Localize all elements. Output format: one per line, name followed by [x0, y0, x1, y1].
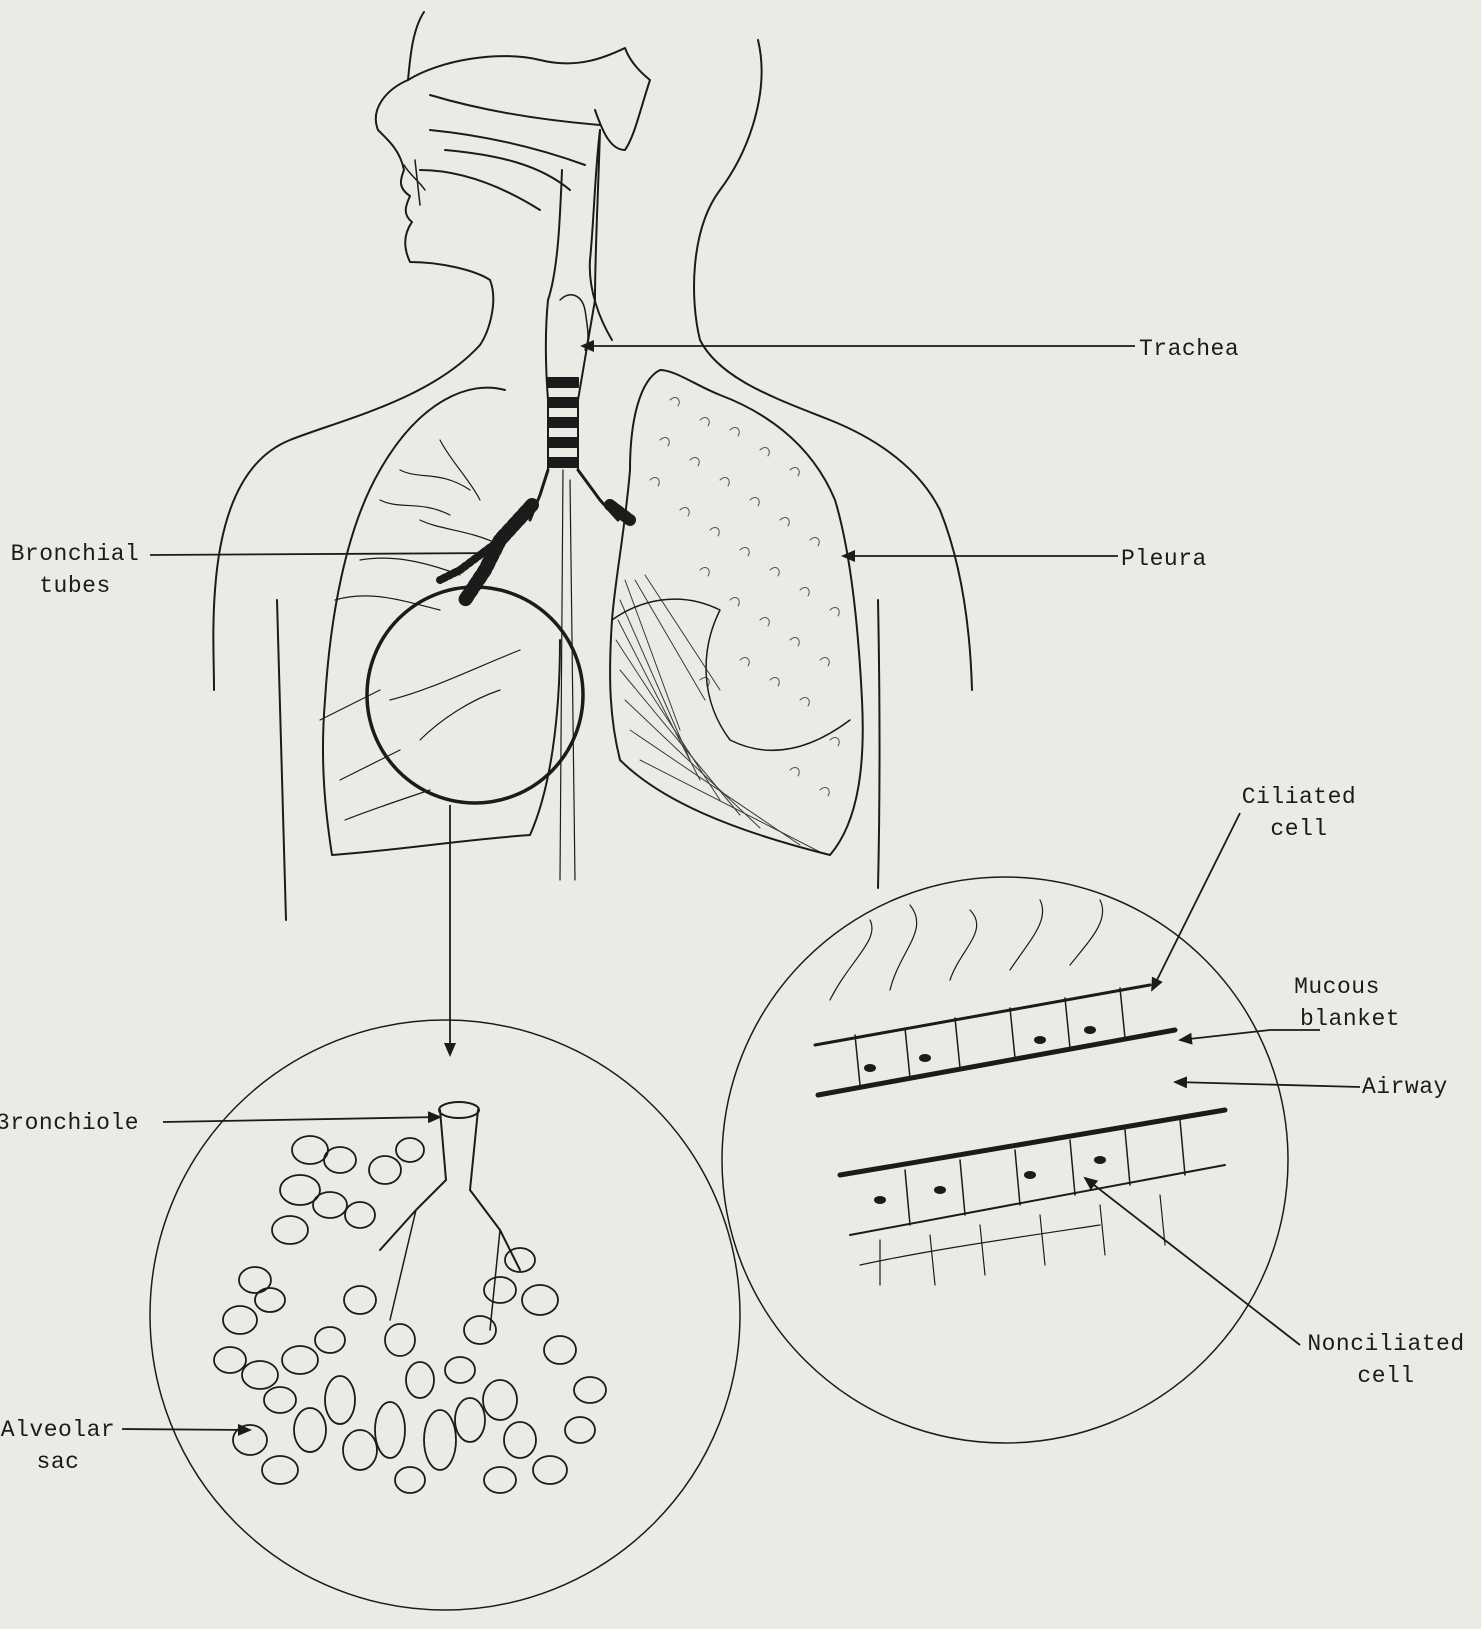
lung-magnifier-circle: [367, 587, 583, 803]
label-pleura: Pleura: [1121, 543, 1207, 575]
head-outline: [376, 12, 650, 345]
label-bronchial-tubes: Bronchial tubes: [4, 538, 146, 602]
left-lung: [610, 370, 863, 855]
label-ciliated-cell-line1: Ciliated: [1224, 781, 1374, 813]
alveoli-detail-circle: [150, 1020, 740, 1610]
label-airway: Airway: [1362, 1071, 1448, 1103]
alveolar-sac-leader: [122, 1429, 250, 1430]
airway-detail-circle: [722, 877, 1288, 1443]
right-lung: [320, 388, 560, 855]
bronchiole-leader: [163, 1117, 440, 1122]
label-nonciliated-cell-line2: cell: [1292, 1360, 1480, 1392]
label-bronchial-tubes-line1: Bronchial: [4, 538, 146, 570]
label-alveolar-sac: Alveolar sac: [0, 1414, 122, 1478]
label-nonciliated-cell-line1: Nonciliated: [1292, 1328, 1480, 1360]
label-mucous-blanket-line1: Mucous: [1280, 971, 1420, 1003]
nonciliated-cell-leader: [1085, 1178, 1300, 1345]
label-mucous-blanket: Mucous blanket: [1280, 971, 1420, 1035]
label-ciliated-cell: Ciliated cell: [1224, 781, 1374, 845]
label-trachea: Trachea: [1139, 333, 1239, 365]
label-mucous-blanket-line2: blanket: [1280, 1003, 1420, 1035]
label-nonciliated-cell: Nonciliated cell: [1292, 1328, 1480, 1392]
label-bronchial-tubes-line2: tubes: [4, 570, 146, 602]
label-alveolar-sac-line2: sac: [0, 1446, 122, 1478]
bronchial-tubes-leader: [150, 553, 500, 555]
label-bronchiole: 3ronchiole: [0, 1107, 139, 1139]
label-ciliated-cell-line2: cell: [1224, 813, 1374, 845]
label-alveolar-sac-line1: Alveolar: [0, 1414, 122, 1446]
airway-leader: [1175, 1082, 1360, 1087]
